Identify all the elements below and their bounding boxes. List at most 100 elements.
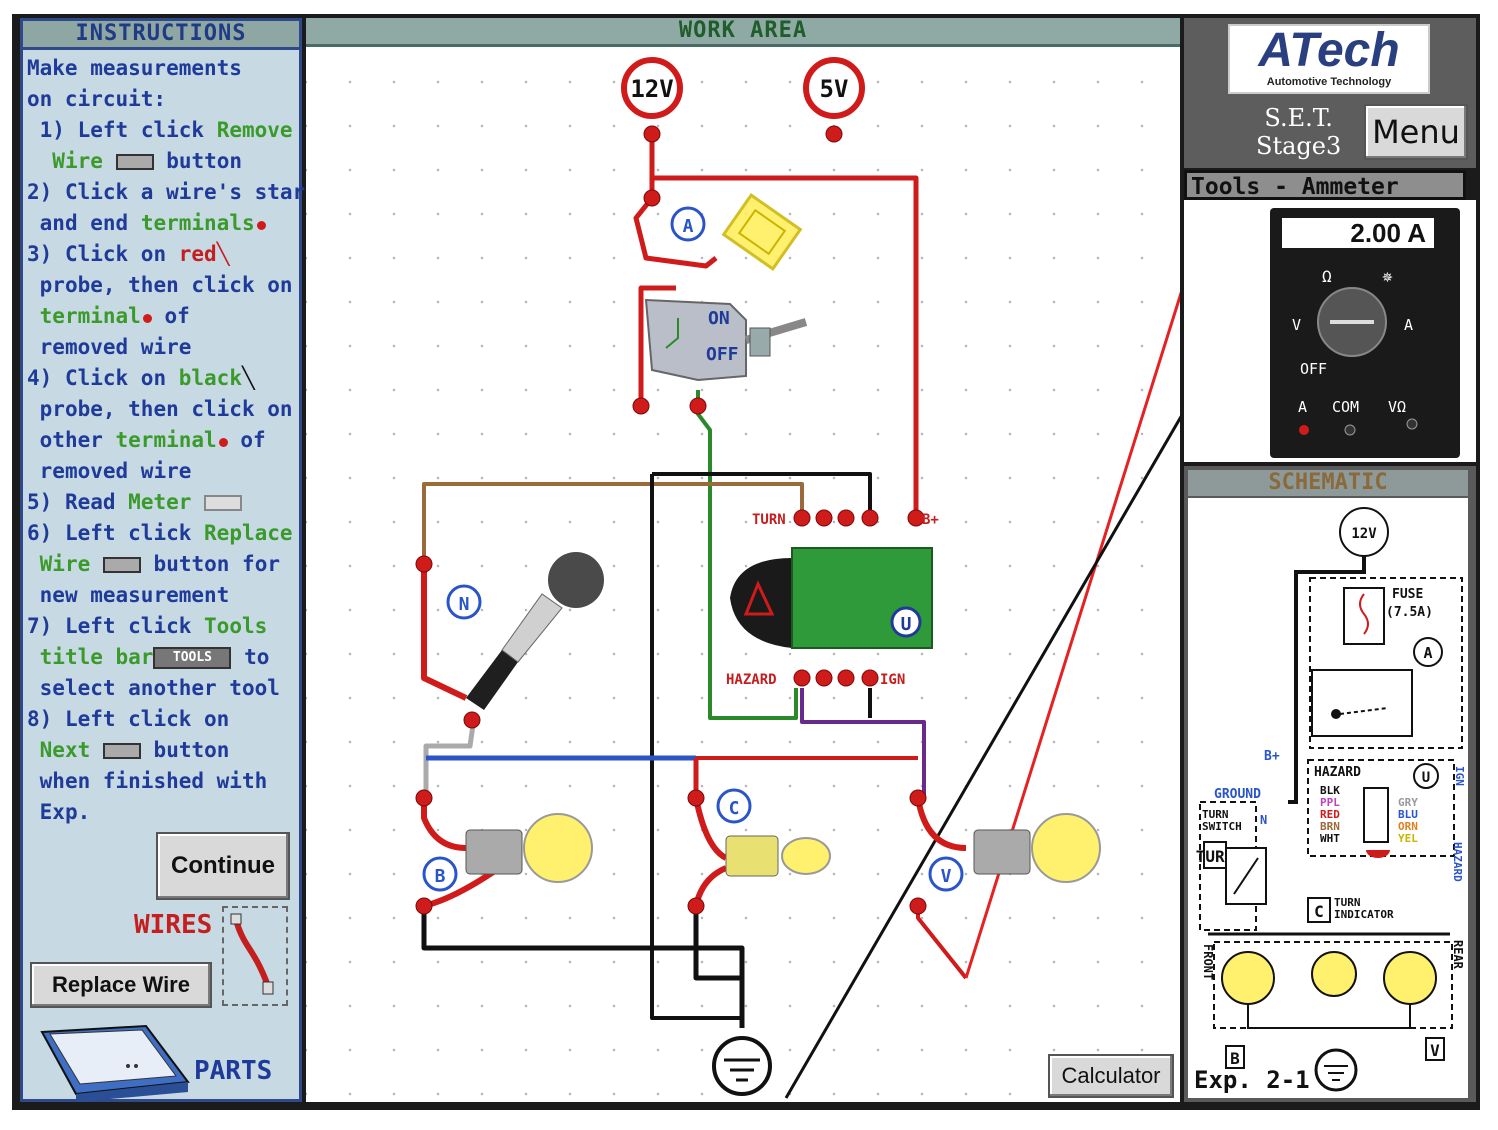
atech-logo: ATech Automotive Technology [1228,24,1430,94]
svg-text:INDICATOR: INDICATOR [1334,908,1394,921]
svg-text:TURN: TURN [1334,896,1361,909]
meter-mini-icon [204,495,243,511]
svg-text:V: V [1292,316,1301,334]
terminal-dot-icon [218,438,228,447]
svg-text:ON: ON [708,308,730,329]
experiment-label: Exp. 2-1 [1194,1066,1310,1094]
schematic-title: SCHEMATIC [1188,470,1468,496]
work-area-title: WORK AREA [306,18,1180,47]
tools-mini-button: TOOLS [153,647,232,669]
svg-text:FRONT: FRONT [1201,944,1215,980]
svg-text:PPL: PPL [1320,796,1340,809]
svg-text:REAR: REAR [1451,940,1465,970]
intro-line-2: on circuit: [27,87,167,111]
instructions-text: Make measurements on circuit: 1) Left cl… [27,53,318,828]
svg-text:BLU: BLU [1398,808,1418,821]
step-3: 3) Click on red╲ [27,242,230,266]
svg-text:VΩ: VΩ [1388,398,1406,416]
svg-text:TURN: TURN [1196,847,1235,866]
svg-text:N: N [459,594,470,615]
svg-text:5V: 5V [820,75,849,103]
svg-text:A: A [1298,398,1307,416]
fuse-icon[interactable] [721,193,803,271]
terminals[interactable] [415,125,927,915]
svg-text:TURN: TURN [752,512,786,528]
product-name: S.E.T. Stage3 [1256,104,1342,160]
svg-text:U: U [901,614,912,635]
power-source-5v[interactable]: 5V [803,57,865,119]
svg-text:N: N [1260,813,1267,827]
svg-text:B: B [435,866,446,887]
next-mini-icon [102,743,141,759]
svg-text:V: V [1430,1041,1440,1060]
replace-wire-mini-icon [102,557,141,573]
svg-text:B: B [1230,1049,1240,1068]
svg-text:OFF: OFF [706,344,739,365]
svg-text:ORN: ORN [1398,820,1418,833]
svg-text:GRY: GRY [1398,796,1418,809]
step-1: 1) Left click Remove [39,118,293,142]
instructions-title: INSTRUCTIONS [23,21,299,50]
svg-text:A: A [683,216,694,237]
step-8: 8) Left click on [27,707,230,731]
svg-text:SWITCH: SWITCH [1202,820,1242,833]
svg-text:A: A [1423,644,1432,662]
svg-text:HAZARD: HAZARD [1451,842,1464,882]
instructions-panel: INSTRUCTIONS Make measurements on circui… [20,18,318,1102]
svg-text:IGN: IGN [880,672,905,688]
terminal-dot-icon [142,314,152,323]
power-source-12v[interactable]: 12V [621,57,683,119]
svg-text:HAZARD: HAZARD [1314,765,1361,780]
tools-title-bar[interactable]: Tools - Ammeter [1184,170,1466,200]
replace-wire-button[interactable]: Replace Wire [30,962,212,1008]
menu-button[interactable]: Menu [1364,104,1468,160]
wire-preview-icon [230,913,274,995]
svg-text:A: A [1404,316,1413,334]
hazard-flasher-module[interactable]: U TURN B+ HAZARD IGN [726,512,939,688]
svg-text:COM: COM [1332,398,1359,416]
remove-wire-mini-icon [115,154,154,170]
svg-text:GROUND: GROUND [1214,787,1261,802]
toggle-switch[interactable]: ON OFF [644,298,808,382]
bulb-b[interactable]: B [422,813,593,892]
svg-text:RED: RED [1320,808,1340,821]
continue-button[interactable]: Continue [156,832,290,900]
meter-dial[interactable]: Ω ✵ V A OFF A COM VΩ [1270,208,1460,458]
svg-text:V: V [941,866,952,887]
meter-display: 2.00 A [1282,218,1434,248]
svg-text:12V: 12V [630,75,673,103]
ground-icon[interactable] [712,1036,772,1096]
terminal-dot-icon [256,221,266,230]
svg-text:U: U [1422,770,1430,786]
step-7: 7) Left click Tools [27,614,268,638]
svg-text:Ω: Ω [1322,267,1332,286]
svg-text:YEL: YEL [1398,832,1418,845]
svg-text:FUSE: FUSE [1392,587,1423,602]
svg-text:C: C [729,798,740,819]
wires-label: WIRES [134,910,213,940]
svg-text:B+: B+ [1264,749,1280,764]
step-5: 5) Read Meter [27,487,303,518]
bulb-v[interactable]: V [928,813,1101,892]
step-2: 2) Click a wire's start [27,180,318,204]
turn-signal-switch[interactable]: N [446,552,604,710]
calculator-button[interactable]: Calculator [1048,1054,1174,1098]
svg-text:BLK: BLK [1320,784,1340,797]
wire-preview [222,906,288,1006]
svg-text:B+: B+ [922,512,939,528]
circuit-canvas[interactable]: 12V 5V ON OFF U TURN B+ HAZARD IGN N [306,18,1180,1102]
svg-text:(7.5A): (7.5A) [1386,605,1433,620]
parts-button[interactable]: PARTS [194,1056,273,1086]
parts-breadboard-icon[interactable] [36,1022,196,1102]
svg-text:12V: 12V [1351,526,1377,542]
svg-text:WHT: WHT [1320,832,1340,845]
step-6: 6) Left click Replace [27,521,293,545]
label-a: A [670,206,706,242]
black-probe-icon: ╲ [241,366,255,390]
svg-text:TURN: TURN [1202,808,1229,821]
red-probe-icon: ╲ [216,242,230,266]
svg-text:OFF: OFF [1300,360,1327,378]
svg-text:BRN: BRN [1320,820,1340,833]
step-4: 4) Click on black╲ [27,366,255,390]
bulb-c[interactable]: C [716,788,831,877]
